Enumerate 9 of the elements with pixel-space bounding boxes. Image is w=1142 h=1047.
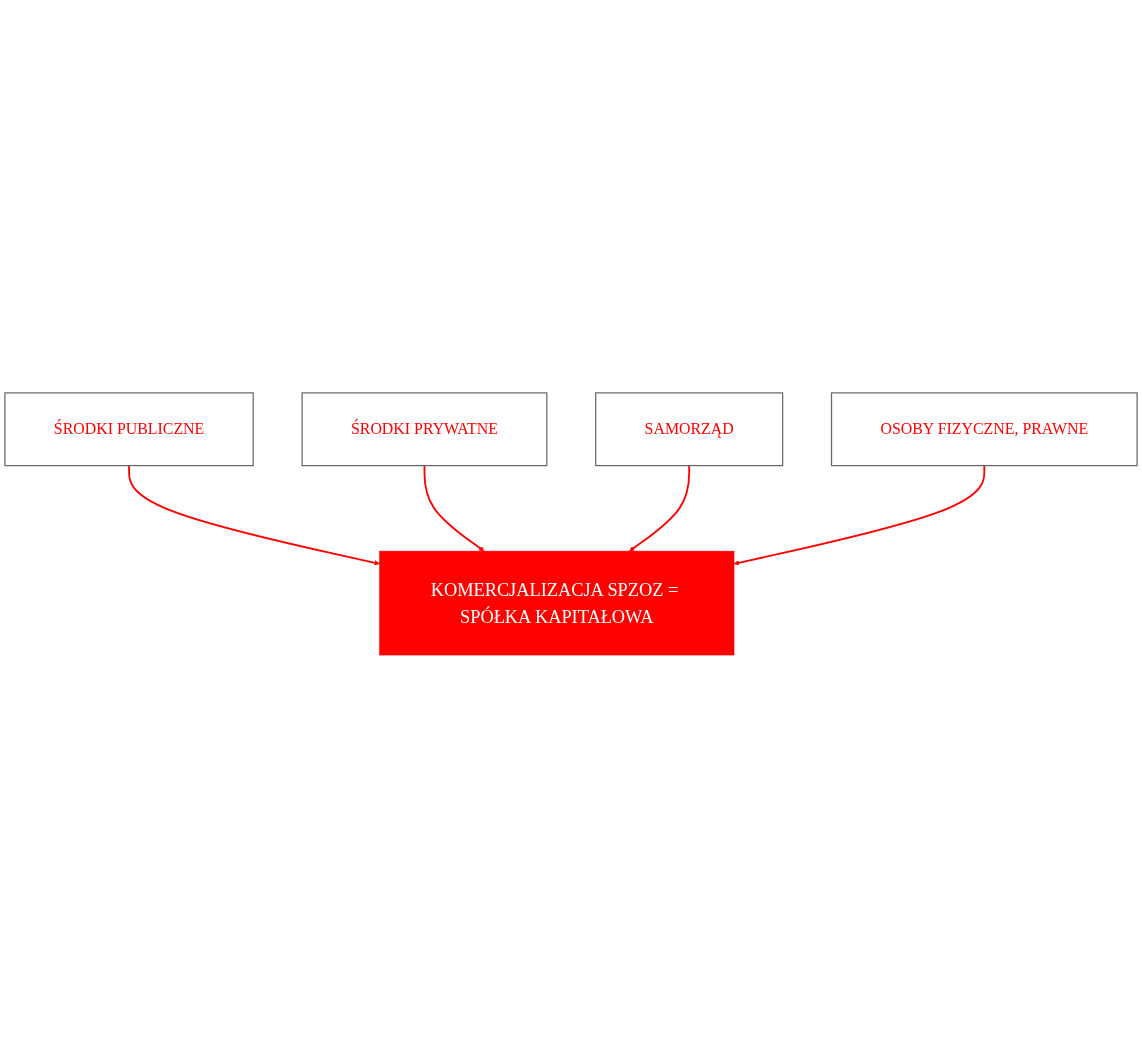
arrow <box>128 464 380 565</box>
node-box: ŚRODKI PUBLICZNE <box>4 391 254 466</box>
node-box: OSOBY FIZYCZNE, PRAWNE <box>830 391 1138 466</box>
arrow <box>629 464 691 551</box>
node-box: SAMORZĄD <box>595 391 784 466</box>
arrow <box>733 464 986 565</box>
node-box: ŚRODKI PRYWATNE <box>301 391 548 466</box>
node-box: KOMERCJALIZACJA SPZOZ = SPÓŁKA KAPITAŁOWA <box>379 550 735 655</box>
arrow <box>423 464 485 551</box>
